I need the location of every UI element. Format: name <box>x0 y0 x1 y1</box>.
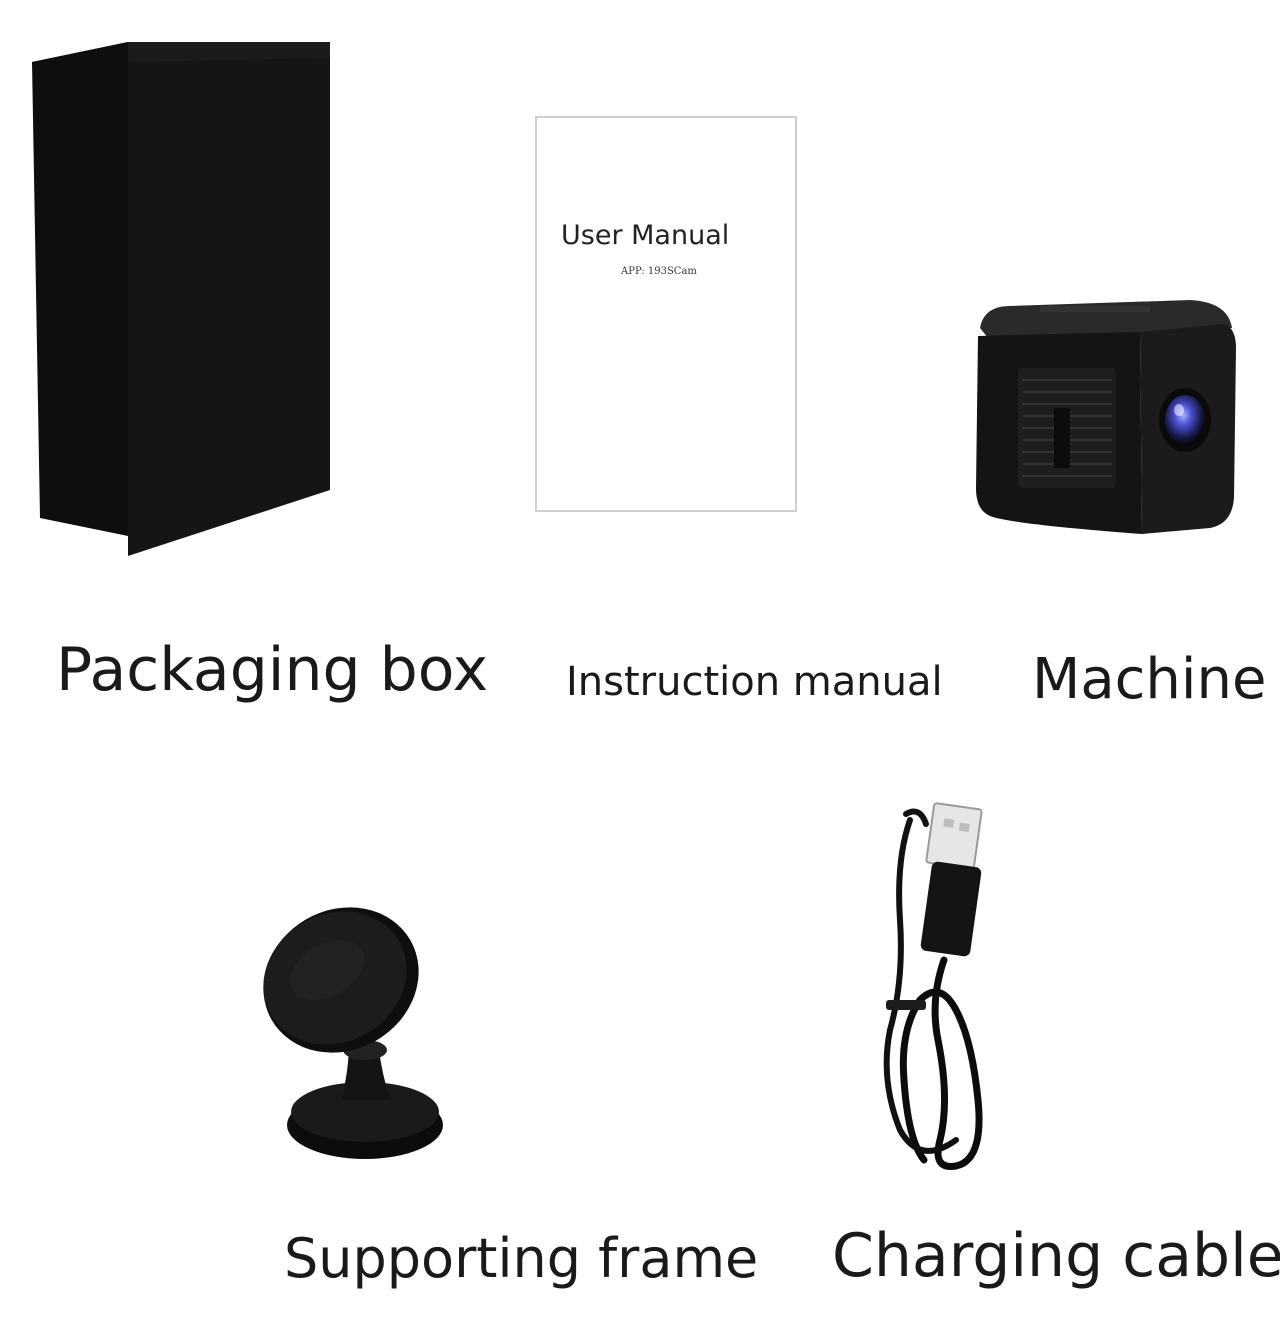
label-machine: Machine <box>1032 647 1267 712</box>
label-instruction-manual: Instruction manual <box>566 659 943 705</box>
label-charging-cable: Charging cable <box>832 1221 1280 1291</box>
magnetic-stand-icon <box>263 907 443 1159</box>
label-supporting-frame: Supporting frame <box>284 1227 759 1290</box>
packaging-box-icon <box>32 42 330 556</box>
manual-booklet-icon: User Manual APP: 193SCam <box>535 116 797 512</box>
mini-camera-icon <box>976 300 1236 534</box>
label-packaging-box: Packaging box <box>56 635 489 705</box>
usb-cable-icon <box>883 802 983 1170</box>
manual-cover-subtitle: APP: 193SCam <box>620 266 697 277</box>
manual-cover-title: User Manual <box>561 220 729 251</box>
